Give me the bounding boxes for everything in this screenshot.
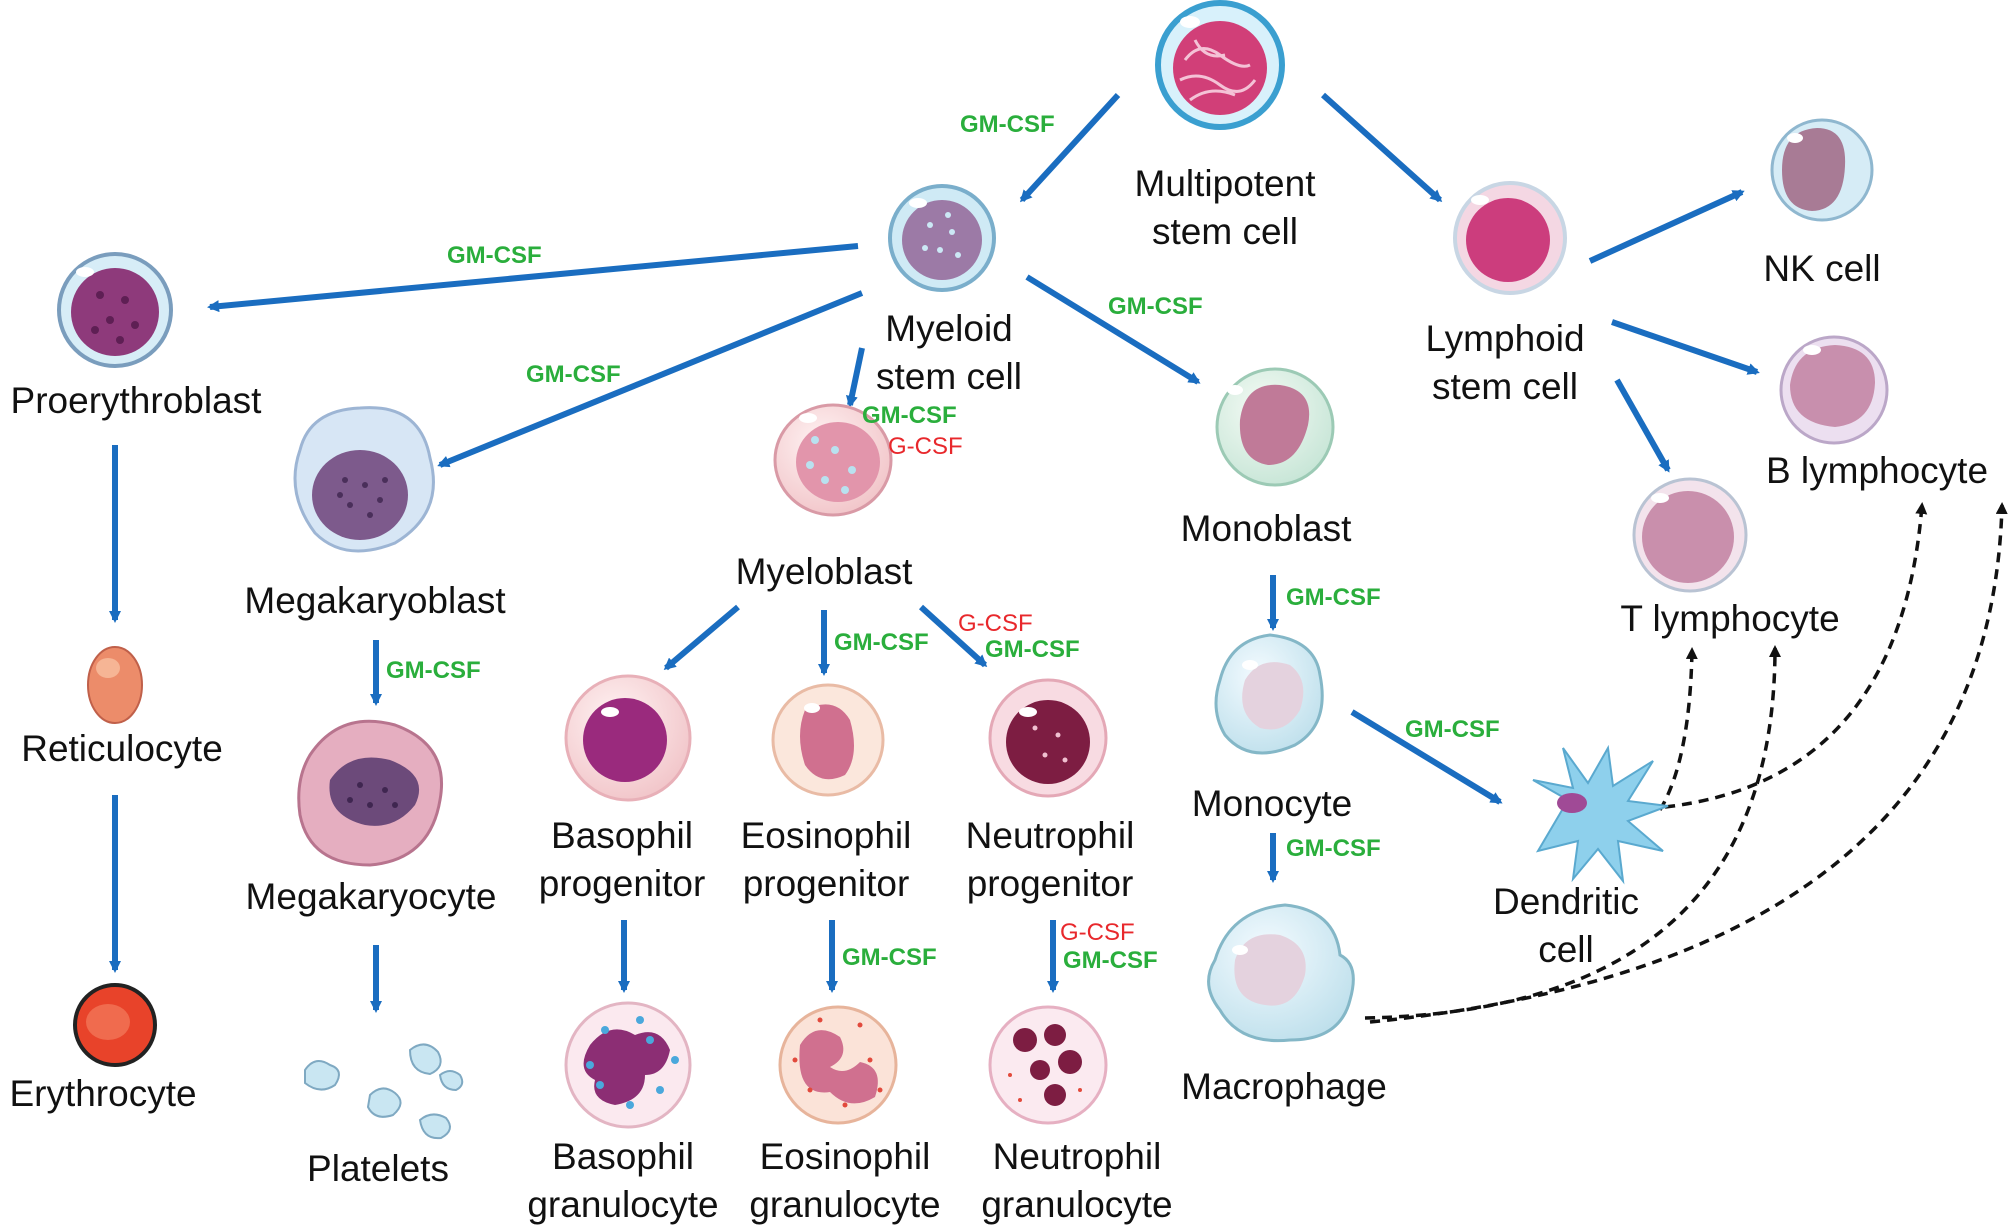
arrow-myeloid-to-myeloblast [845, 347, 865, 408]
factor-gm-csf: GM-CSF [834, 629, 929, 656]
label-neutrophil-granulocyte: Neutrophil granulocyte [981, 1136, 1173, 1225]
factor-gm-csf: GM-CSF [1063, 947, 1158, 974]
factor-gm-csf: GM-CSF [1405, 716, 1500, 743]
reticulocyte-icon [87, 646, 143, 724]
t-lymphocyte-icon [1632, 477, 1748, 593]
label-erythrocyte: Erythrocyte [9, 1073, 197, 1114]
megakaryoblast-icon [293, 406, 435, 553]
myeloblast-icon [773, 403, 893, 517]
myeloid-stem-cell-icon [888, 184, 996, 292]
label-reticulocyte: Reticulocyte [21, 728, 223, 769]
monoblast-icon [1215, 367, 1335, 487]
arrow-myeloblast-to-neutrophil-progenitor [918, 604, 988, 668]
arrow-lymphoid-to-t [1614, 378, 1671, 473]
label-myeloblast: Myeloblast [735, 551, 913, 592]
dendritic-cell-icon [1532, 744, 1669, 885]
label-macrophage: Macrophage [1181, 1066, 1387, 1107]
platelets-icon [304, 1043, 464, 1140]
neutrophil-progenitor-icon [988, 678, 1108, 798]
label-megakaryocyte: Megakaryocyte [245, 876, 497, 917]
nk-cell-icon [1770, 118, 1874, 222]
arrow-multipotent-to-myeloid [1019, 92, 1121, 203]
arrow-myeloblast-to-basophil-progenitor [663, 604, 740, 671]
label-proerythroblast: Proerythroblast [10, 380, 262, 421]
factor-gm-csf: GM-CSF [1286, 584, 1381, 611]
label-neutrophil-progenitor: Neutrophil progenitor [965, 815, 1135, 904]
factor-g-csf: G-CSF [958, 610, 1033, 637]
label-eosinophil-granulocyte: Eosinophil granulocyte [749, 1136, 941, 1225]
lymphoid-stem-cell-icon [1453, 181, 1567, 295]
label-basophil-granulocyte: Basophil granulocyte [527, 1136, 719, 1225]
label-eosinophil-progenitor: Eosinophil progenitor [740, 815, 912, 904]
eosinophil-granulocyte-icon [778, 1005, 898, 1125]
arrow-multipotent-to-lymphoid [1320, 92, 1443, 203]
basophil-progenitor-icon [564, 674, 692, 802]
factor-g-csf: G-CSF [1060, 919, 1135, 946]
factor-labels: GM-CSF GM-CSF GM-CSF GM-CSF GM-CSF G-CSF… [386, 111, 1500, 974]
factor-gm-csf: GM-CSF [842, 944, 937, 971]
factor-g-csf: G-CSF [888, 433, 963, 460]
arrow-myeloid-to-monoblast [1025, 274, 1201, 385]
proerythroblast-icon [57, 252, 173, 368]
arrows [109, 92, 1760, 1013]
megakaryocyte-icon [297, 719, 443, 867]
label-monocyte: Monocyte [1191, 783, 1353, 824]
arrow-monocyte-to-dendritic [1350, 709, 1503, 805]
label-monoblast: Monoblast [1180, 508, 1352, 549]
label-nk-cell: NK cell [1763, 248, 1881, 289]
arrow-myeloid-to-megakaryoblast [437, 290, 864, 468]
macrophage-icon [1207, 903, 1355, 1043]
label-multipotent-stem-cell: Multipotent stem cell [1134, 163, 1316, 252]
factor-gm-csf: GM-CSF [960, 111, 1055, 138]
erythrocyte-icon [73, 983, 157, 1067]
b-lymphocyte-icon [1779, 335, 1889, 445]
label-megakaryoblast: Megakaryoblast [244, 580, 506, 621]
arrow-myeloid-to-proerythroblast [207, 243, 859, 313]
label-basophil-progenitor: Basophil progenitor [538, 815, 706, 904]
label-t-lymphocyte: T lymphocyte [1620, 598, 1840, 639]
basophil-granulocyte-icon [564, 1001, 692, 1129]
label-platelets: Platelets [307, 1148, 449, 1189]
factor-gm-csf: GM-CSF [526, 361, 621, 388]
label-dendritic-cell: Dendritic cell [1493, 881, 1639, 970]
factor-gm-csf: GM-CSF [985, 636, 1080, 663]
dashed-dendritic-to-b [1664, 502, 1928, 809]
factor-gm-csf: GM-CSF [862, 402, 957, 429]
factor-gm-csf: GM-CSF [386, 657, 481, 684]
label-lymphoid-stem-cell: Lymphoid stem cell [1425, 318, 1585, 407]
dashed-dendritic-to-t [1658, 647, 1698, 811]
factor-gm-csf: GM-CSF [1286, 835, 1381, 862]
multipotent-stem-cell-icon [1155, 0, 1285, 130]
label-b-lymphocyte: B lymphocyte [1765, 450, 1989, 491]
label-myeloid-stem-cell: Myeloid stem cell [876, 308, 1022, 397]
arrow-lymphoid-to-b [1611, 319, 1760, 375]
factor-gm-csf: GM-CSF [1108, 293, 1203, 320]
monocyte-icon [1214, 633, 1324, 755]
arrow-lymphoid-to-nk [1588, 189, 1745, 264]
dashed-arrows [1364, 502, 2008, 1024]
factor-gm-csf: GM-CSF [447, 242, 542, 269]
dashed-macrophage-to-b [1369, 502, 2008, 1024]
neutrophil-granulocyte-icon [988, 1005, 1108, 1125]
eosinophil-progenitor-icon [771, 683, 885, 797]
